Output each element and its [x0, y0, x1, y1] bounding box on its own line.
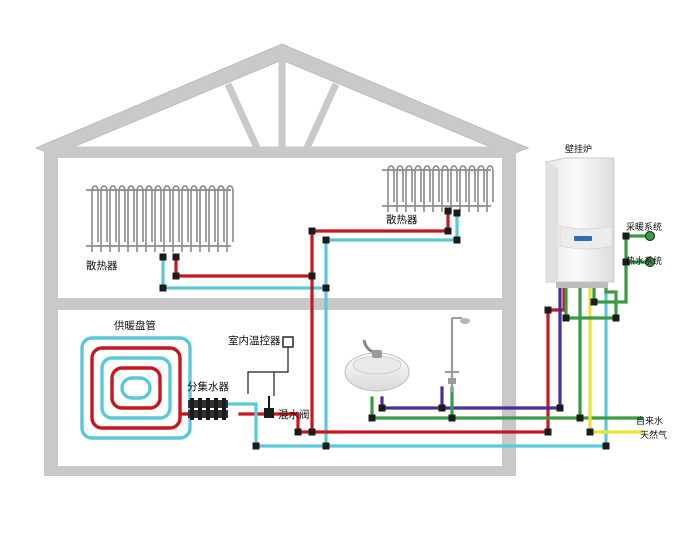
radiator-fin: [459, 165, 467, 212]
pipe-fittings: [159, 207, 655, 450]
pipe-fitting: [308, 428, 316, 436]
radiator-fin: [145, 185, 153, 252]
radiator-fin: [432, 165, 440, 212]
label-manifold: 分集水器: [187, 380, 229, 393]
label-floor-heating-coil: 供暖盘管: [114, 319, 156, 332]
radiator-fin: [127, 185, 135, 252]
radiator-fin: [118, 185, 126, 252]
pipe-fitting: [544, 306, 552, 314]
floor-heating-coil: [80, 336, 192, 440]
mixing-loop-return: [224, 402, 258, 448]
radiator-fin: [405, 165, 413, 212]
boiler-brand-plate: [574, 236, 592, 241]
labels: 散热器 散热器 供暖盘管 室内温控器 分集水器 混水阀 壁挂炉 采暖系统 热水系…: [86, 143, 667, 441]
radiator-fin: [414, 165, 422, 212]
coil-loop: [100, 356, 172, 420]
manifold: [188, 398, 228, 420]
pipe-fitting: [444, 207, 452, 215]
pipe-fitting: [172, 272, 180, 280]
pipe-fitting: [590, 298, 598, 306]
label-natural-gas: 天然气: [640, 429, 667, 441]
label-radiator-right: 散热器: [386, 213, 418, 226]
pipe-fitting: [368, 414, 376, 422]
coil-loop: [90, 346, 182, 430]
radiator-fin: [486, 165, 494, 212]
label-hot-water-system: 热水系统: [626, 255, 662, 267]
radiator-fin: [477, 165, 485, 212]
pipe-fitting: [562, 314, 570, 322]
heating-system-branch: [592, 234, 648, 304]
pipe-fitting: [322, 236, 330, 244]
radiator-fin: [396, 165, 404, 212]
radiator-fin: [199, 185, 207, 252]
pipe-fitting: [453, 209, 461, 217]
radiator-fin: [387, 165, 395, 212]
radiator-fin: [109, 185, 117, 252]
radiator-fin: [423, 165, 431, 212]
coil-loop: [80, 336, 192, 440]
pipe-fitting: [622, 258, 630, 266]
radiator-fin: [181, 185, 189, 252]
radiator-fin: [100, 185, 108, 252]
radiator-fin: [172, 185, 180, 252]
coil-loop: [110, 366, 162, 410]
pipe-fitting: [556, 404, 564, 412]
room-thermostat: [247, 336, 294, 396]
radiator-fin: [136, 185, 144, 252]
pipe-fitting: [378, 404, 386, 412]
coil-loop: [120, 376, 152, 400]
wall-boiler: [545, 157, 615, 288]
pipe-fitting: [322, 442, 330, 450]
pipe-fitting: [586, 428, 594, 436]
radiator-fin: [217, 185, 225, 252]
radiator-left: [86, 185, 234, 252]
pipe-fitting: [453, 236, 461, 244]
label-boiler: 壁挂炉: [565, 143, 592, 155]
wash-basin: [344, 339, 410, 392]
label-mixing-valve: 混水阀: [278, 408, 310, 421]
lower-room: [58, 310, 502, 466]
pipe-fitting: [544, 428, 552, 436]
label-radiator-left: 散热器: [86, 259, 118, 272]
pipe-fitting: [322, 284, 330, 292]
pipe-fitting: [448, 414, 456, 422]
pipe-fitting: [159, 284, 167, 292]
radiator-fin: [441, 165, 449, 212]
label-heating-system: 采暖系统: [626, 221, 662, 233]
radiator-fin: [163, 185, 171, 252]
pipe-fitting: [612, 314, 620, 322]
radiator-fin: [208, 185, 216, 252]
radiator-right: [382, 165, 494, 212]
pipe-fitting: [308, 227, 316, 235]
radiator-fin: [226, 185, 234, 252]
pipe-fitting: [576, 414, 584, 422]
system-outlet: [645, 231, 655, 241]
label-room-thermostat: 室内温控器: [228, 334, 281, 347]
gas-pipe: [588, 286, 638, 434]
system-outlet: [645, 257, 655, 267]
radiator-fin: [91, 185, 99, 252]
pipe-fitting: [252, 442, 260, 450]
cold-water-pipe: [370, 286, 638, 420]
system-branch-return: [564, 286, 618, 320]
label-tap-water: 自来水: [636, 415, 663, 427]
shower: [445, 317, 470, 392]
pipe-fitting: [438, 404, 446, 412]
return-pipe-upper: [161, 211, 459, 290]
radiator-fin: [154, 185, 162, 252]
pipe-fitting: [172, 253, 180, 261]
radiator-fin: [450, 165, 458, 212]
radiator-fin: [190, 185, 198, 252]
roof-truss: [70, 60, 494, 154]
pipe-fitting: [159, 253, 167, 261]
mixing-valve: [264, 396, 274, 418]
pipe-fitting: [294, 428, 302, 436]
pipe-fitting: [602, 442, 610, 450]
pipe-fitting: [444, 227, 452, 235]
pipe-fitting: [622, 232, 630, 240]
pipe-fitting: [308, 272, 316, 280]
house-frame: [34, 43, 530, 476]
radiator-fin: [468, 165, 476, 212]
